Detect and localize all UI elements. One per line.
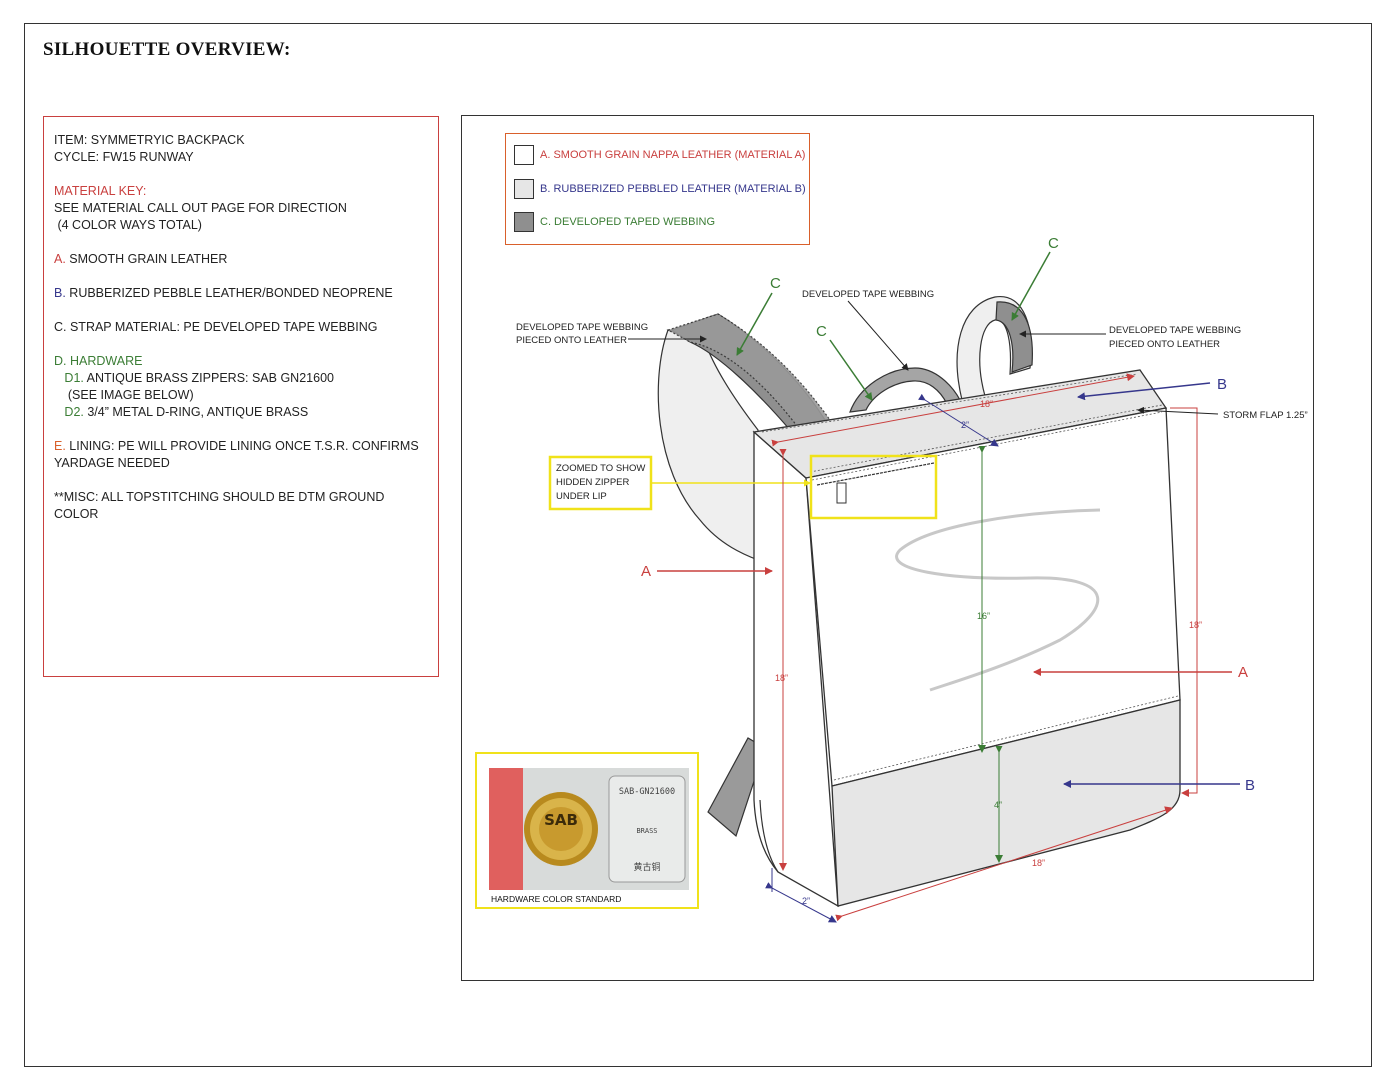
drawing-frame <box>461 115 1314 981</box>
material-b-text: RUBBERIZED PEBBLE LEATHER/BONDED NEOPREN… <box>65 286 393 300</box>
lining-line-2: YARDAGE NEEDED <box>54 456 170 470</box>
swirl-graphic <box>895 508 1101 692</box>
hardware-code: SAB-GN21600 <box>619 787 675 797</box>
callout-webbing-right-1: DEVELOPED TAPE WEBBING <box>1109 325 1241 336</box>
material-b-letter: B. <box>54 286 66 300</box>
hardware-d1: D1. ANTIQUE BRASS ZIPPERS: SAB GN21600 <box>54 370 428 387</box>
spec-box: ITEM: SYMMETRYIC BACKPACK CYCLE: FW15 RU… <box>43 116 439 677</box>
legend-label-a: A. SMOOTH GRAIN NAPPA LEATHER (MATERIAL … <box>540 149 806 161</box>
material-key-heading: MATERIAL KEY: <box>54 184 147 198</box>
callout-storm-flap: STORM FLAP 1.25” <box>1223 410 1308 421</box>
material-a-letter: A. <box>54 252 66 266</box>
right-strap-webbing <box>995 301 1033 373</box>
material-a-line: A. SMOOTH GRAIN LEATHER <box>54 251 428 268</box>
zoom-callout-2: HIDDEN ZIPPER <box>556 477 630 488</box>
dim-bottom-depth: 2” <box>802 896 810 906</box>
page-title: SILHOUETTE OVERVIEW: <box>43 39 291 60</box>
legend-row-b: B. RUBBERIZED PEBBLED LEATHER (MATERIAL … <box>514 178 806 200</box>
legend-swatch-c <box>514 212 534 232</box>
dim-top-depth: 2” <box>961 420 969 430</box>
callout-webbing-left-2: PIECED ONTO LEATHER <box>516 335 627 346</box>
item-block: ITEM: SYMMETRYIC BACKPACK CYCLE: FW15 RU… <box>54 132 428 166</box>
misc-line: **MISC: ALL TOPSTITCHING SHOULD BE DTM G… <box>54 490 385 521</box>
dim-bottom-panel: 4” <box>994 800 1002 810</box>
lining-line: E. LINING: PE WILL PROVIDE LINING ONCE T… <box>54 438 428 455</box>
legend-row-c: C. DEVELOPED TAPED WEBBING <box>514 211 715 233</box>
callout-webbing-right-2: PIECED ONTO LEATHER <box>1109 339 1220 350</box>
hardware-heading: D. HARDWARE <box>54 354 143 368</box>
hardware-logo: SAB <box>544 811 578 829</box>
hardware-photo: SAB SAB-GN21600 BRASS 黄古铜 <box>489 768 689 890</box>
legend-label-b: B. RUBBERIZED PEBBLED LEATHER (MATERIAL … <box>540 183 806 195</box>
callout-webbing-top: DEVELOPED TAPE WEBBING <box>802 289 934 300</box>
zoom-box <box>809 454 938 520</box>
zipper-pull <box>836 482 847 504</box>
hardware-d1-text: ANTIQUE BRASS ZIPPERS: SAB GN21600 <box>83 371 334 385</box>
letter-c-right: C <box>1048 235 1059 252</box>
legend-label-c: C. DEVELOPED TAPED WEBBING <box>540 216 716 228</box>
hardware-caption: HARDWARE COLOR STANDARD <box>491 894 622 904</box>
legend-swatch-a <box>514 145 534 165</box>
letter-a-right: A <box>1238 664 1248 681</box>
dim-bottom-width: 18” <box>1032 858 1045 868</box>
material-key-colorways: (4 COLOR WAYS TOTAL) <box>54 218 202 232</box>
page-frame <box>24 23 1372 1067</box>
hardware-d1-letter: D1. <box>54 371 84 385</box>
dim-right-height: 18” <box>1189 620 1202 630</box>
hardware-d2-text: 3/4” METAL D-RING, ANTIQUE BRASS <box>83 405 309 419</box>
letter-b-top: B <box>1217 376 1227 393</box>
material-legend: A. SMOOTH GRAIN NAPPA LEATHER (MATERIAL … <box>505 133 810 245</box>
letter-c-middle: C <box>816 323 827 340</box>
dim-top-width: 18” <box>980 399 993 409</box>
cycle-line: CYCLE: FW15 RUNWAY <box>54 150 194 164</box>
hardware-d2-letter: D2. <box>54 405 84 419</box>
letter-b-bottom: B <box>1245 777 1255 794</box>
material-a-text: SMOOTH GRAIN LEATHER <box>65 252 228 266</box>
callout-webbing-left-1: DEVELOPED TAPE WEBBING <box>516 322 648 333</box>
dim-left-height: 18” <box>775 673 788 683</box>
item-line: ITEM: SYMMETRYIC BACKPACK <box>54 133 245 147</box>
dim-front-height: 16” <box>977 611 990 621</box>
material-c-line: C. STRAP MATERIAL: PE DEVELOPED TAPE WEB… <box>54 320 378 334</box>
hardware-d1-note: (SEE IMAGE BELOW) <box>54 388 194 402</box>
left-strap-outer <box>657 329 759 561</box>
lining-block: E. LINING: PE WILL PROVIDE LINING ONCE T… <box>54 438 428 472</box>
zoom-callout-1: ZOOMED TO SHOW <box>556 463 645 474</box>
lining-text: LINING: PE WILL PROVIDE LINING ONCE T.S.… <box>65 439 419 453</box>
legend-row-a: A. SMOOTH GRAIN NAPPA LEATHER (MATERIAL … <box>514 144 805 166</box>
letter-a-left: A <box>641 563 651 580</box>
lining-letter: E. <box>54 439 66 453</box>
material-key-block: MATERIAL KEY: SEE MATERIAL CALL OUT PAGE… <box>54 183 428 234</box>
letter-c-left: C <box>770 275 781 292</box>
material-key-line: SEE MATERIAL CALL OUT PAGE FOR DIRECTION <box>54 201 347 215</box>
hardware-d2: D2. 3/4” METAL D-RING, ANTIQUE BRASS <box>54 404 428 421</box>
legend-swatch-b <box>514 179 534 199</box>
hardware-finish: BRASS <box>636 827 657 835</box>
hardware-standard-box: SAB SAB-GN21600 BRASS 黄古铜 HARDWARE COLOR… <box>475 752 699 909</box>
zoom-callout-3: UNDER LIP <box>556 491 607 502</box>
material-b-line: B. RUBBERIZED PEBBLE LEATHER/BONDED NEOP… <box>54 285 428 302</box>
hardware-cn-label: 黄古铜 <box>633 861 660 873</box>
hardware-block: D. HARDWARE D1. ANTIQUE BRASS ZIPPERS: S… <box>54 353 428 421</box>
